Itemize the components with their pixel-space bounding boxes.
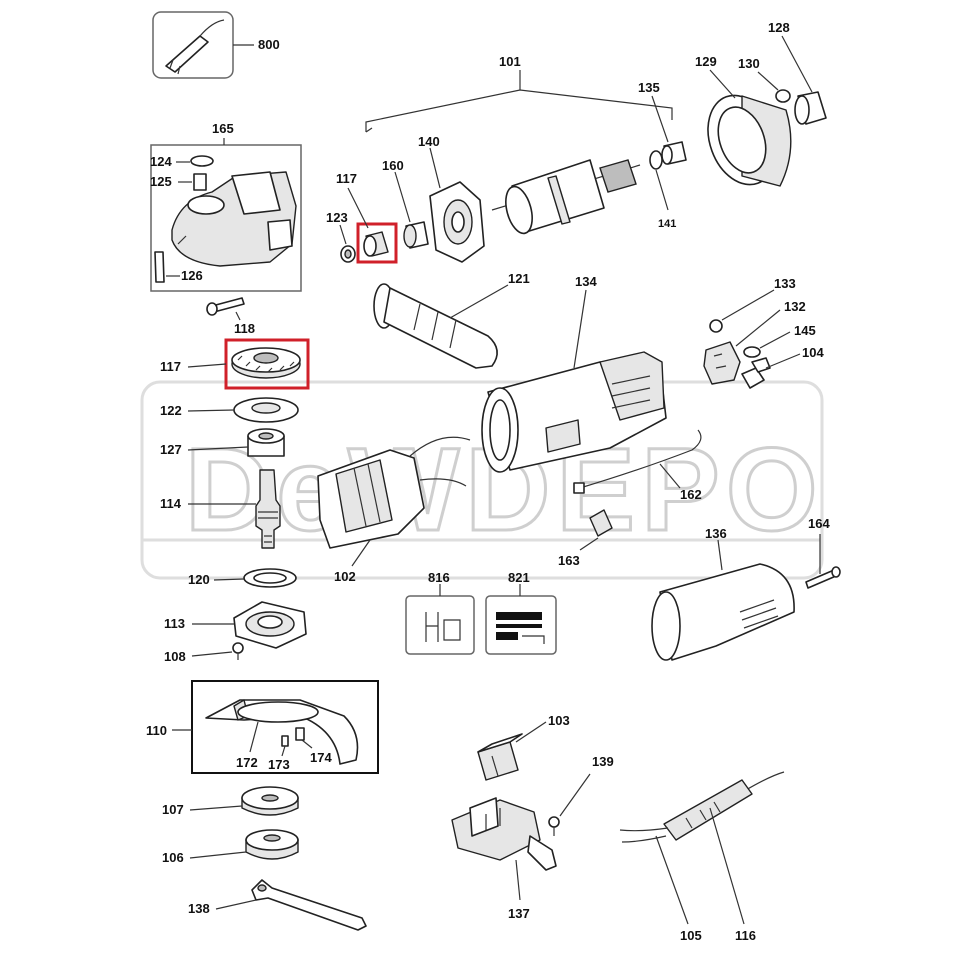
label-127: 127 <box>160 442 182 457</box>
part-106-nut[interactable] <box>245 829 299 860</box>
part-122-washer[interactable] <box>233 397 299 423</box>
label-126: 126 <box>181 268 203 283</box>
label-133: 133 <box>774 276 796 291</box>
part-164-screw[interactable] <box>805 566 841 589</box>
part-816-label[interactable] <box>405 595 475 655</box>
part-133[interactable] <box>709 319 723 333</box>
label-162: 162 <box>680 487 702 502</box>
label-104: 104 <box>802 345 824 360</box>
label-129: 129 <box>695 54 717 69</box>
part-125-spring[interactable] <box>193 173 207 191</box>
label-103: 103 <box>548 713 570 728</box>
part-165-gear-housing[interactable] <box>150 144 302 292</box>
part-135-bearing[interactable] <box>661 141 687 165</box>
label-164: 164 <box>808 516 830 531</box>
part-114-spindle[interactable] <box>255 469 281 549</box>
label-101: 101 <box>499 54 521 69</box>
label-106: 106 <box>162 850 184 865</box>
highlight-box-117-small <box>356 222 398 264</box>
part-101-armature[interactable] <box>491 159 641 236</box>
label-124: 124 <box>150 154 172 169</box>
part-128-bearing[interactable] <box>794 91 827 125</box>
part-160-bearing[interactable] <box>403 221 429 249</box>
label-135: 135 <box>638 80 660 95</box>
label-105: 105 <box>680 928 702 943</box>
label-113: 113 <box>164 616 185 631</box>
part-136-rear-housing[interactable] <box>651 563 795 661</box>
part-134-motor-housing[interactable] <box>481 351 667 473</box>
label-136: 136 <box>705 526 727 541</box>
label-114: 114 <box>160 496 182 511</box>
label-139: 139 <box>592 754 614 769</box>
label-122: 122 <box>160 403 182 418</box>
part-129-fan-housing[interactable] <box>696 86 792 194</box>
part-163-switch-button[interactable] <box>589 509 613 537</box>
label-117-top: 117 <box>336 171 357 186</box>
part-800[interactable] <box>152 11 254 79</box>
part-139-screw[interactable] <box>548 816 560 836</box>
part-103-suppressor[interactable] <box>477 733 523 781</box>
part-108-screw[interactable] <box>232 642 244 660</box>
label-123: 123 <box>326 210 348 225</box>
part-116-cord[interactable] <box>663 771 785 841</box>
label-132: 132 <box>784 299 806 314</box>
label-163: 163 <box>558 553 580 568</box>
label-108: 108 <box>164 649 186 664</box>
label-107: 107 <box>162 802 184 817</box>
part-102-field-coil[interactable] <box>317 436 471 549</box>
part-821-label[interactable] <box>485 595 557 655</box>
part-138-wrench[interactable] <box>251 879 367 931</box>
label-160: 160 <box>382 158 404 173</box>
part-137-switch[interactable] <box>451 797 557 871</box>
label-800: 800 <box>258 37 280 52</box>
part-121-side-handle[interactable] <box>373 283 498 369</box>
part-117-gear-highlighted[interactable] <box>224 338 310 390</box>
label-140: 140 <box>418 134 440 149</box>
label-172: 172 <box>236 755 258 770</box>
part-117-small-highlighted[interactable] <box>356 222 398 264</box>
label-117-gear: 117 <box>160 359 181 374</box>
label-138: 138 <box>188 901 210 916</box>
label-137: 137 <box>508 906 530 921</box>
part-110-guard[interactable] <box>191 680 379 774</box>
label-141: 141 <box>658 218 676 230</box>
part-140-bearing-plate[interactable] <box>429 181 485 263</box>
label-174: 174 <box>310 750 332 765</box>
label-120: 120 <box>188 572 210 587</box>
part-145-spring[interactable] <box>743 346 761 358</box>
label-128: 128 <box>768 20 790 35</box>
label-125: 125 <box>150 174 172 189</box>
part-162-lead[interactable] <box>573 429 702 494</box>
label-116: 116 <box>735 928 756 943</box>
part-124-o-ring[interactable] <box>190 155 214 167</box>
label-130: 130 <box>738 56 760 71</box>
part-105-wires[interactable] <box>619 827 669 843</box>
label-134: 134 <box>575 274 597 289</box>
label-118: 118 <box>234 321 255 336</box>
label-173: 173 <box>268 757 290 772</box>
part-130[interactable] <box>775 89 791 103</box>
part-141[interactable] <box>649 150 663 170</box>
part-132-brush-holder[interactable] <box>703 341 741 385</box>
label-816: 816 <box>428 570 450 585</box>
part-107-flange[interactable] <box>241 786 299 816</box>
part-123[interactable] <box>340 245 356 263</box>
part-113-flange[interactable] <box>233 601 307 649</box>
part-120-washer[interactable] <box>243 568 297 588</box>
label-165: 165 <box>212 121 234 136</box>
part-126-pin[interactable] <box>154 251 165 283</box>
label-110: 110 <box>146 723 167 738</box>
part-118-screw[interactable] <box>206 297 245 316</box>
label-121: 121 <box>508 271 530 286</box>
part-104-brush[interactable] <box>741 357 771 389</box>
part-127-bearing[interactable] <box>247 428 285 457</box>
label-102: 102 <box>334 569 356 584</box>
label-821: 821 <box>508 570 530 585</box>
label-145: 145 <box>794 323 816 338</box>
bracket-101 <box>365 70 673 133</box>
